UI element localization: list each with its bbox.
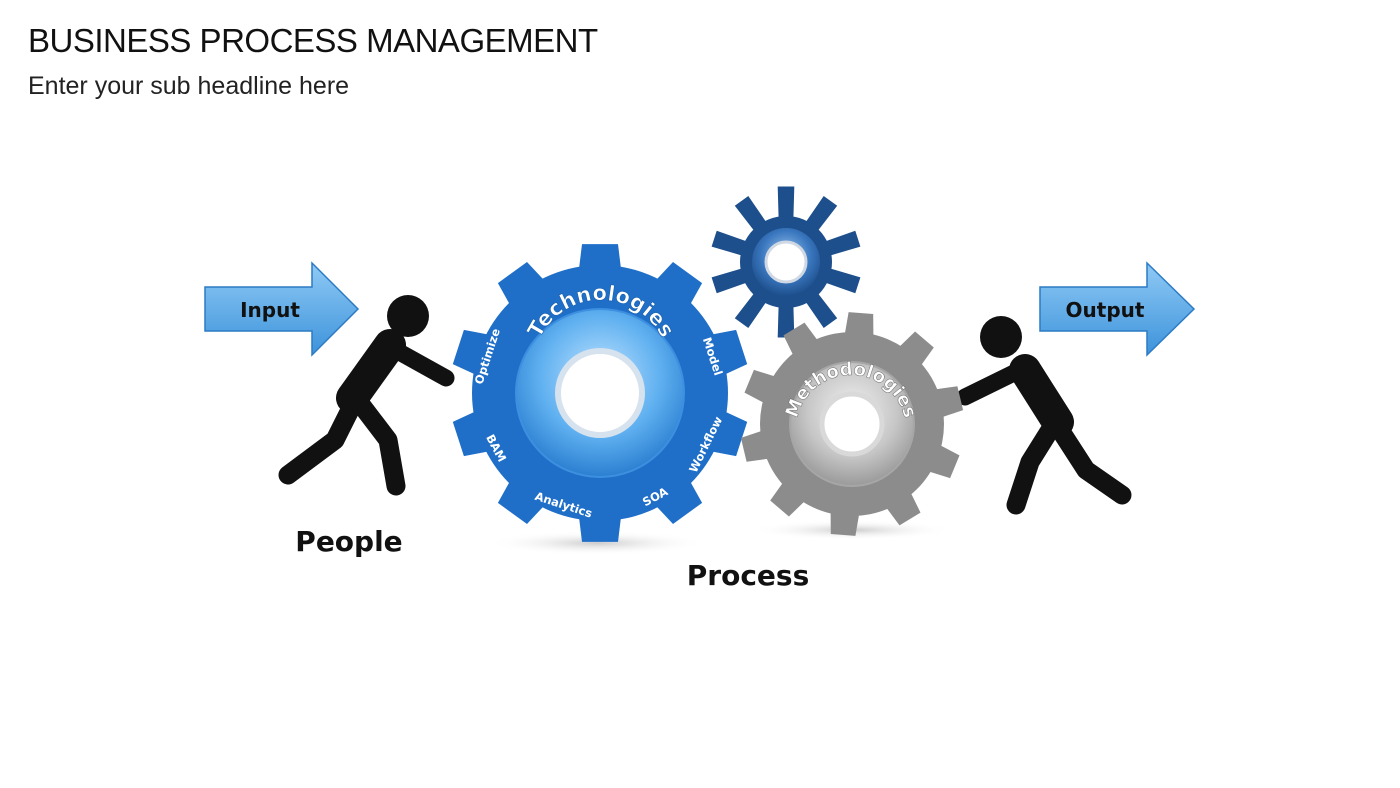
output-label: Output: [1066, 298, 1145, 322]
process-label: Process: [687, 559, 810, 592]
output-arrow: Output: [1039, 261, 1196, 357]
person-right-icon: [956, 316, 1132, 515]
slide-title: BUSINESS PROCESS MANAGEMENT: [28, 22, 598, 59]
input-arrow: Input: [204, 261, 360, 357]
methodologies-gear-icon: Methodologies: [740, 312, 964, 536]
input-label: Input: [240, 298, 300, 322]
slide-subtitle: Enter your sub headline here: [28, 72, 350, 100]
gear-shadow: [487, 531, 707, 555]
small-gear-icon: [711, 186, 861, 338]
people-label: People: [295, 525, 402, 558]
person-left-icon: [278, 295, 455, 496]
